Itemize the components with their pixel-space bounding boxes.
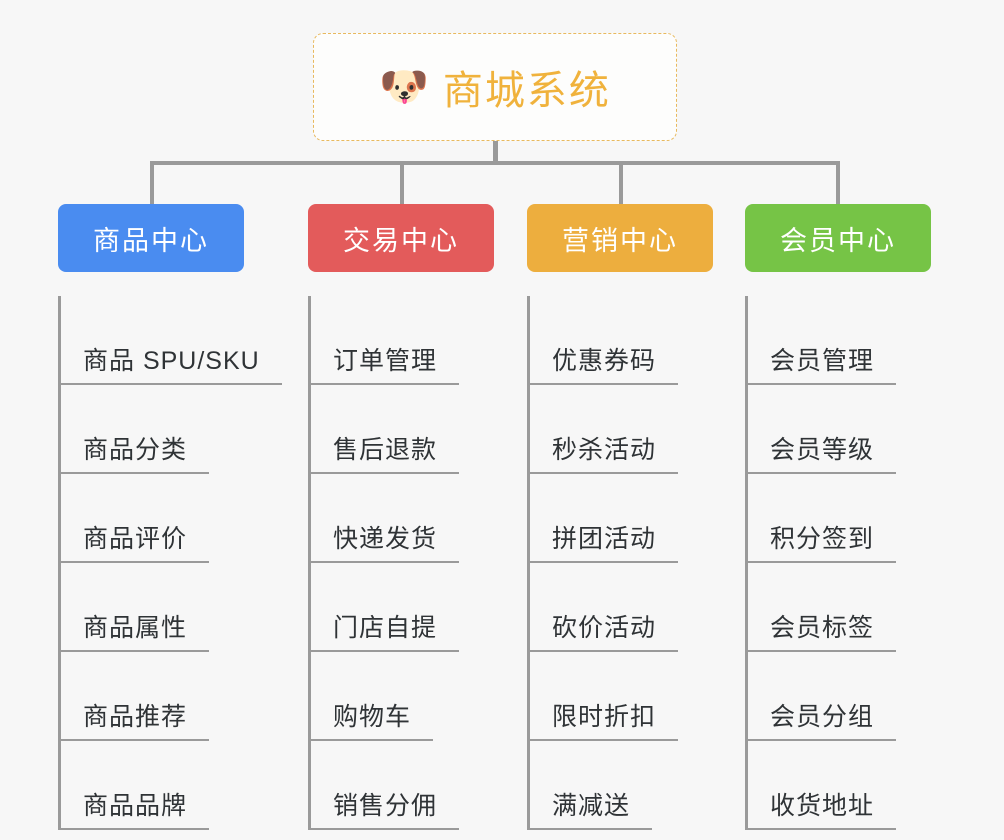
category-header-label: 交易中心 — [343, 225, 459, 256]
leaf-list-2: 订单管理 售后退款 快递发货 门店自提 购物车 销售分佣 — [308, 296, 494, 830]
category-header-label: 营销中心 — [562, 225, 678, 256]
category-header-1[interactable]: 商品中心 — [58, 204, 244, 272]
list-item[interactable]: 会员分组 — [748, 652, 931, 741]
drop-connector-3 — [619, 161, 623, 206]
drop-connector-1 — [150, 161, 154, 206]
leaf-label: 快递发货 — [333, 525, 438, 553]
leaf-label: 会员等级 — [770, 436, 875, 464]
leaf-label: 商品推荐 — [83, 703, 188, 731]
leaf-label: 收货地址 — [770, 792, 875, 820]
category-header-3[interactable]: 营销中心 — [527, 204, 713, 272]
horizontal-bus-connector — [150, 161, 840, 165]
list-item[interactable]: 销售分佣 — [311, 741, 494, 830]
leaf-label: 商品品牌 — [83, 792, 188, 820]
leaf-label: 砍价活动 — [552, 614, 657, 642]
root-node[interactable]: 🐶 商城系统 — [313, 33, 677, 141]
list-item[interactable]: 会员等级 — [748, 385, 931, 474]
list-item[interactable]: 商品评价 — [61, 474, 244, 563]
category-column-3: 营销中心 优惠券码 秒杀活动 拼团活动 砍价活动 限时折扣 满减送 — [527, 204, 713, 830]
category-header-2[interactable]: 交易中心 — [308, 204, 494, 272]
shiba-dog-face-icon: 🐶 — [379, 65, 429, 109]
list-item[interactable]: 商品分类 — [61, 385, 244, 474]
leaf-label: 商品分类 — [83, 436, 188, 464]
category-column-2: 交易中心 订单管理 售后退款 快递发货 门店自提 购物车 销售分佣 — [308, 204, 494, 830]
list-item[interactable]: 秒杀活动 — [530, 385, 713, 474]
category-column-4: 会员中心 会员管理 会员等级 积分签到 会员标签 会员分组 收货地址 — [745, 204, 931, 830]
list-item[interactable]: 售后退款 — [311, 385, 494, 474]
list-item[interactable]: 积分签到 — [748, 474, 931, 563]
leaf-list-3: 优惠券码 秒杀活动 拼团活动 砍价活动 限时折扣 满减送 — [527, 296, 713, 830]
list-item[interactable]: 商品属性 — [61, 563, 244, 652]
category-header-label: 会员中心 — [780, 225, 896, 256]
list-item[interactable]: 商品品牌 — [61, 741, 244, 830]
root-stem-connector — [493, 141, 498, 163]
list-item[interactable]: 购物车 — [311, 652, 494, 741]
list-item[interactable]: 快递发货 — [311, 474, 494, 563]
list-item[interactable]: 满减送 — [530, 741, 713, 830]
category-column-1: 商品中心 商品 SPU/SKU 商品分类 商品评价 商品属性 商品推荐 商品品牌 — [58, 204, 282, 830]
list-item[interactable]: 订单管理 — [311, 296, 494, 385]
leaf-label: 会员管理 — [770, 347, 875, 375]
leaf-label: 拼团活动 — [552, 525, 657, 553]
list-item[interactable]: 商品推荐 — [61, 652, 244, 741]
drop-connector-2 — [400, 161, 404, 206]
leaf-label: 销售分佣 — [333, 792, 438, 820]
list-item[interactable]: 优惠券码 — [530, 296, 713, 385]
leaf-label: 会员标签 — [770, 614, 875, 642]
root-node-title: 商城系统 — [442, 69, 611, 113]
list-item[interactable]: 会员标签 — [748, 563, 931, 652]
leaf-label: 秒杀活动 — [552, 436, 657, 464]
drop-connector-4 — [836, 161, 840, 206]
leaf-label: 订单管理 — [333, 347, 438, 375]
leaf-label: 会员分组 — [770, 703, 875, 731]
list-item[interactable]: 门店自提 — [311, 563, 494, 652]
list-item[interactable]: 收货地址 — [748, 741, 931, 830]
category-header-4[interactable]: 会员中心 — [745, 204, 931, 272]
leaf-label: 门店自提 — [333, 614, 438, 642]
leaf-label: 商品属性 — [83, 614, 188, 642]
leaf-list-4: 会员管理 会员等级 积分签到 会员标签 会员分组 收货地址 — [745, 296, 931, 830]
list-item[interactable]: 会员管理 — [748, 296, 931, 385]
leaf-label: 购物车 — [333, 703, 412, 731]
leaf-list-1: 商品 SPU/SKU 商品分类 商品评价 商品属性 商品推荐 商品品牌 — [58, 296, 282, 830]
leaf-label: 商品 SPU/SKU — [83, 347, 260, 375]
leaf-label: 限时折扣 — [552, 703, 657, 731]
leaf-label: 满减送 — [552, 792, 631, 820]
list-item[interactable]: 限时折扣 — [530, 652, 713, 741]
leaf-label: 积分签到 — [770, 525, 875, 553]
leaf-label: 优惠券码 — [552, 347, 657, 375]
list-item[interactable]: 砍价活动 — [530, 563, 713, 652]
category-header-label: 商品中心 — [93, 225, 209, 256]
leaf-label: 商品评价 — [83, 525, 188, 553]
list-item[interactable]: 商品 SPU/SKU — [61, 296, 282, 385]
leaf-label: 售后退款 — [333, 436, 438, 464]
list-item[interactable]: 拼团活动 — [530, 474, 713, 563]
